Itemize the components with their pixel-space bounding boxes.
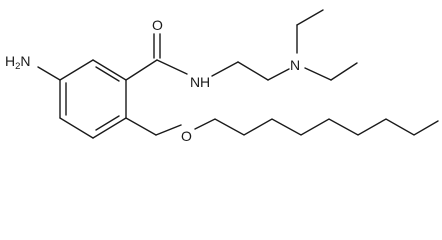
amino-nitrogen-symbol: N [20, 53, 30, 69]
amino-hydrogen-count: 2 [15, 61, 20, 72]
ring-bond [59, 117, 94, 139]
ring-double-bond [95, 66, 120, 82]
amino-group-label: H2N [5, 53, 31, 72]
ring-bond [92, 59, 127, 81]
ring-to-carbonyl-bond [125, 59, 158, 81]
ethyl-bond [330, 62, 358, 81]
carbonyl-oxygen-atom: O [152, 17, 163, 33]
ether-bond [155, 124, 182, 136]
ethyl-bond [304, 67, 332, 81]
amide-nitrogen-atom: N [190, 74, 200, 90]
ring-bond [59, 59, 94, 81]
ethyl-bond [296, 9, 324, 26]
chemical-structure-diagram: H2N O N H N O [5, 9, 439, 144]
ether-oxygen-atom: O [181, 128, 192, 144]
ring-double-bond [95, 115, 120, 131]
ring-to-ether-bond [125, 117, 157, 136]
amine-nitrogen-atom: N [290, 57, 300, 73]
ethylene-bond [211, 61, 239, 77]
amino-bond [37, 66, 61, 81]
octyl-chain [194, 118, 439, 136]
amide-hydrogen-atom: H [200, 74, 210, 90]
ring-bond [92, 117, 127, 139]
amino-hydrogen-symbol: H [5, 53, 15, 69]
ethylene-bond [267, 68, 290, 81]
carbonyl-to-amide-bond [156, 59, 188, 75]
ethylene-bond [237, 61, 269, 81]
benzene-ring [59, 59, 127, 139]
